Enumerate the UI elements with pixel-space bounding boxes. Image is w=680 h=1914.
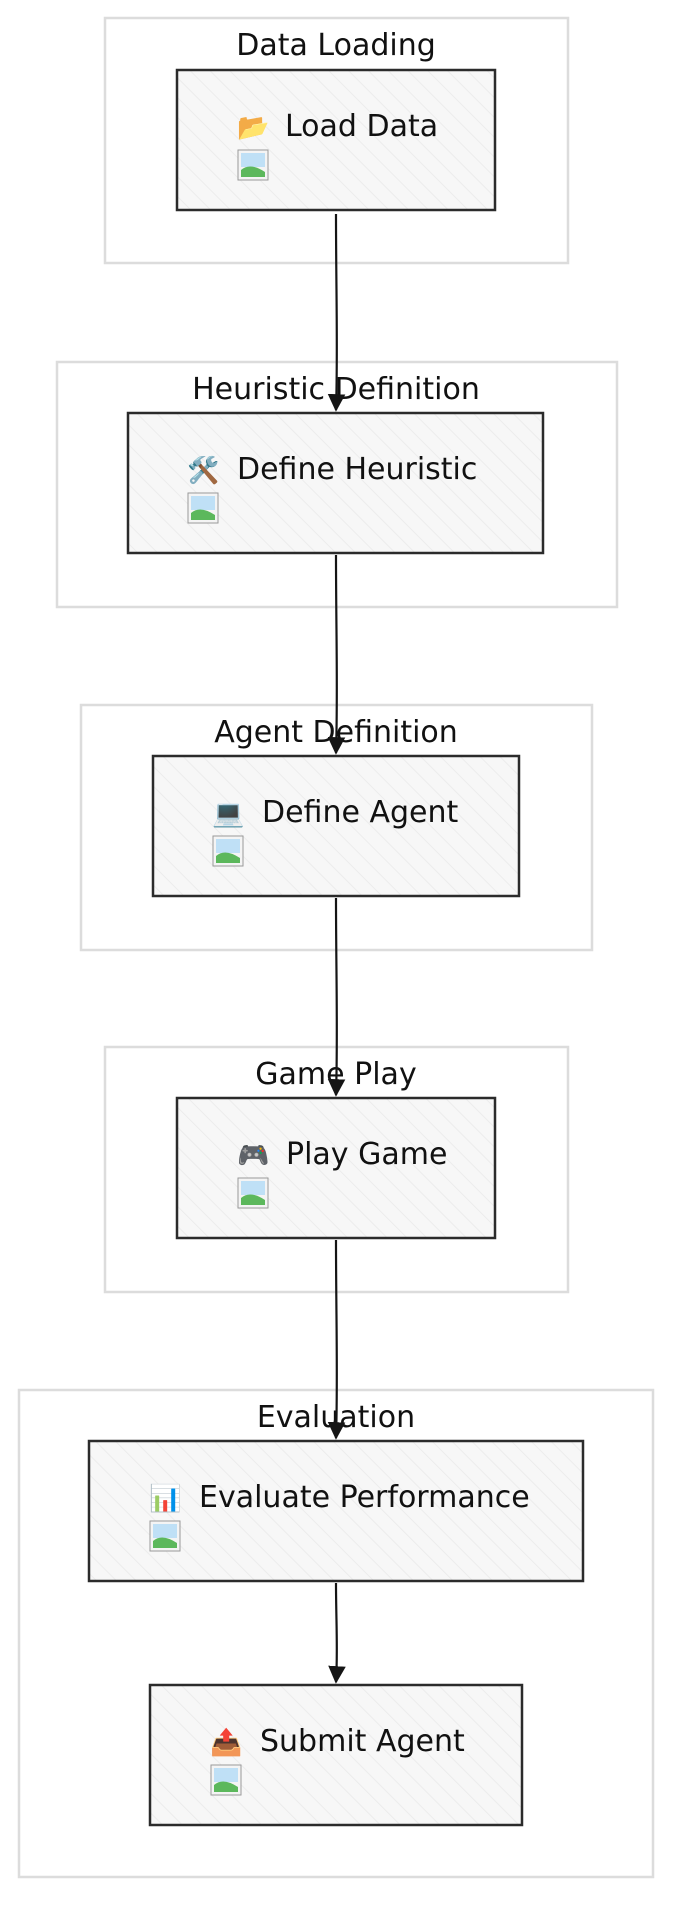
node-submit-agent[interactable]: 📤 Submit Agent — [148, 1683, 524, 1827]
node-label: Submit Agent — [260, 1724, 465, 1759]
edge-heuristic-to-agent — [327, 554, 346, 755]
outbox-icon: 📤 — [210, 1727, 242, 1758]
broken-image-icon — [210, 1764, 242, 1796]
node-define-agent[interactable]: 💻 Define Agent — [151, 754, 521, 898]
broken-image-icon — [237, 149, 269, 181]
node-define-heuristic[interactable]: 🛠️ Define Heuristic — [126, 411, 545, 555]
gamepad-icon: 🎮 — [237, 1141, 269, 1171]
node-box — [175, 1096, 497, 1240]
tools-icon: 🛠️ — [187, 454, 219, 486]
node-label: Define Heuristic — [237, 452, 477, 487]
edge-evaluate-to-submit — [328, 1582, 346, 1684]
edge-game-to-evaluate — [327, 1239, 346, 1440]
cluster-title: Data Loading — [236, 28, 436, 63]
broken-image-icon — [187, 492, 219, 524]
node-play-game[interactable]: 🎮 Play Game — [175, 1096, 497, 1240]
broken-image-icon — [212, 835, 244, 867]
node-label: Play Game — [286, 1137, 447, 1172]
node-box — [175, 68, 497, 212]
node-label: Evaluate Performance — [199, 1480, 530, 1515]
folder-icon: 📂 — [237, 113, 269, 143]
edge-load-to-heuristic — [327, 213, 346, 412]
bar-chart-icon: 📊 — [149, 1483, 181, 1514]
broken-image-icon — [237, 1177, 269, 1209]
node-load-data[interactable]: 📂 Load Data — [175, 68, 497, 212]
node-label: Define Agent — [262, 795, 458, 830]
broken-image-icon — [149, 1520, 181, 1552]
node-label: Load Data — [285, 109, 438, 144]
node-box — [151, 754, 521, 898]
edges — [327, 213, 346, 1684]
edge-agent-to-game — [327, 897, 346, 1097]
node-box — [87, 1439, 585, 1583]
node-box — [126, 411, 545, 555]
node-box — [148, 1683, 524, 1827]
node-evaluate-performance[interactable]: 📊 Evaluate Performance — [87, 1439, 585, 1583]
laptop-icon: 💻 — [212, 799, 244, 829]
